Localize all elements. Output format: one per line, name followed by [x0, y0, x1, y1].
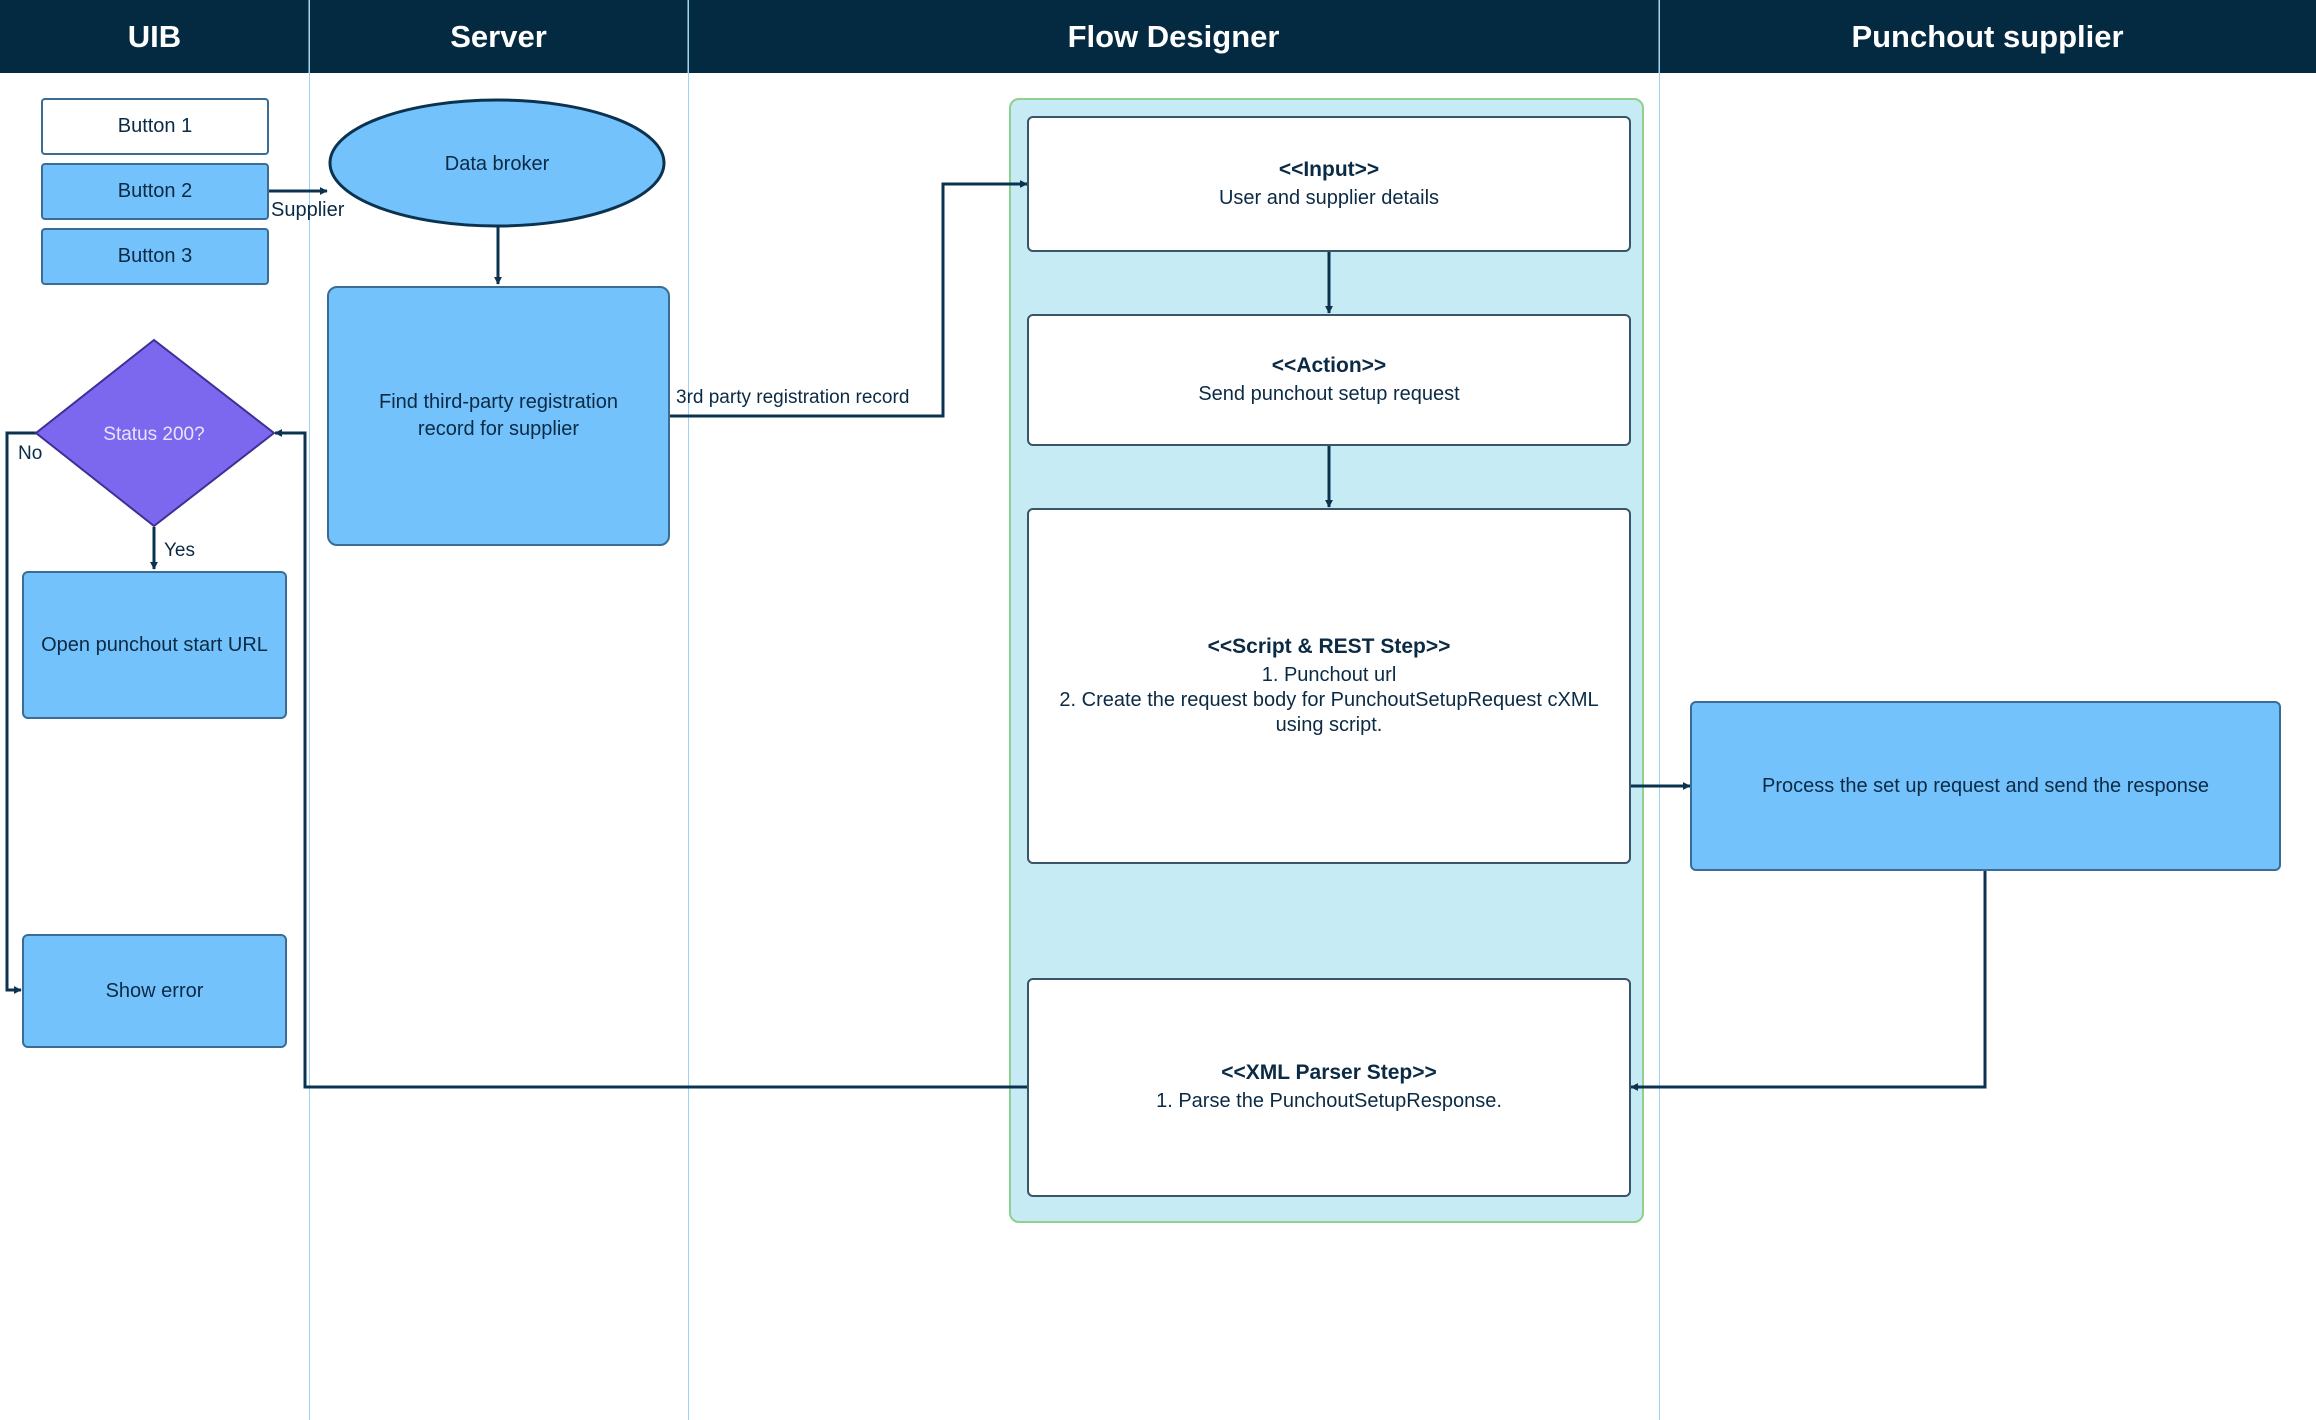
action-step: <<Action>> Send punchout setup request [1027, 314, 1631, 446]
lane-header-flow-designer: Flow Designer [688, 0, 1659, 73]
show-error-node: Show error [22, 934, 287, 1048]
lane-header-uib: UIB [0, 0, 309, 73]
script-step-line: 1. Punchout url [1261, 663, 1397, 686]
find-registration-record-node: Find third-party registration record for… [327, 286, 670, 546]
data-broker-node [328, 98, 666, 228]
status-decision-node [34, 338, 276, 528]
edge-supplier-to-parser [1630, 870, 1987, 1091]
edge-parser-to-decision [274, 429, 1027, 1089]
action-step-title: <<Action>> [1271, 353, 1387, 377]
lane-divider [1659, 0, 1660, 1420]
data-broker-label: Data broker [445, 153, 550, 175]
button-1[interactable]: Button 1 [41, 98, 269, 155]
action-step-body: Send punchout setup request [1198, 382, 1460, 405]
edge-label-yes: Yes [164, 540, 195, 561]
lane-divider [688, 0, 689, 1420]
button-3[interactable]: Button 3 [41, 228, 269, 285]
script-step-line: using script. [1275, 713, 1383, 736]
edge-find-to-input [670, 180, 1028, 418]
button-2[interactable]: Button 2 [41, 163, 269, 220]
lane-divider [309, 0, 310, 1420]
edge-label-supplier: Supplier [271, 199, 345, 221]
edge-label-registration-record: 3rd party registration record [676, 387, 910, 408]
lane-header-punchout-supplier: Punchout supplier [1659, 0, 2316, 73]
script-step-line: 2. Create the request body for PunchoutS… [1059, 688, 1599, 711]
find-record-line: record for supplier [417, 418, 580, 440]
process-setup-request-node: Process the set up request and send the … [1690, 701, 2281, 871]
xml-parser-step: <<XML Parser Step>> 1. Parse the Punchou… [1027, 978, 1631, 1197]
edge-decision-no [5, 431, 36, 994]
status-decision-label: Status 200? [103, 424, 204, 445]
parser-step-body: 1. Parse the PunchoutSetupResponse. [1156, 1090, 1502, 1112]
script-rest-step: <<Script & REST Step>> 1. Punchout url 2… [1027, 508, 1631, 864]
input-step: <<Input>> User and supplier details [1027, 116, 1631, 252]
parser-step-title: <<XML Parser Step>> [1221, 1061, 1437, 1084]
find-record-line: Find third-party registration [379, 391, 618, 413]
open-punchout-url-node: Open punchout start URL [22, 571, 287, 719]
edge-label-no: No [18, 443, 43, 464]
lane-header-server: Server [309, 0, 688, 73]
script-step-title: <<Script & REST Step>> [1207, 634, 1451, 658]
input-step-body: User and supplier details [1218, 186, 1440, 209]
input-step-title: <<Input>> [1278, 157, 1380, 181]
